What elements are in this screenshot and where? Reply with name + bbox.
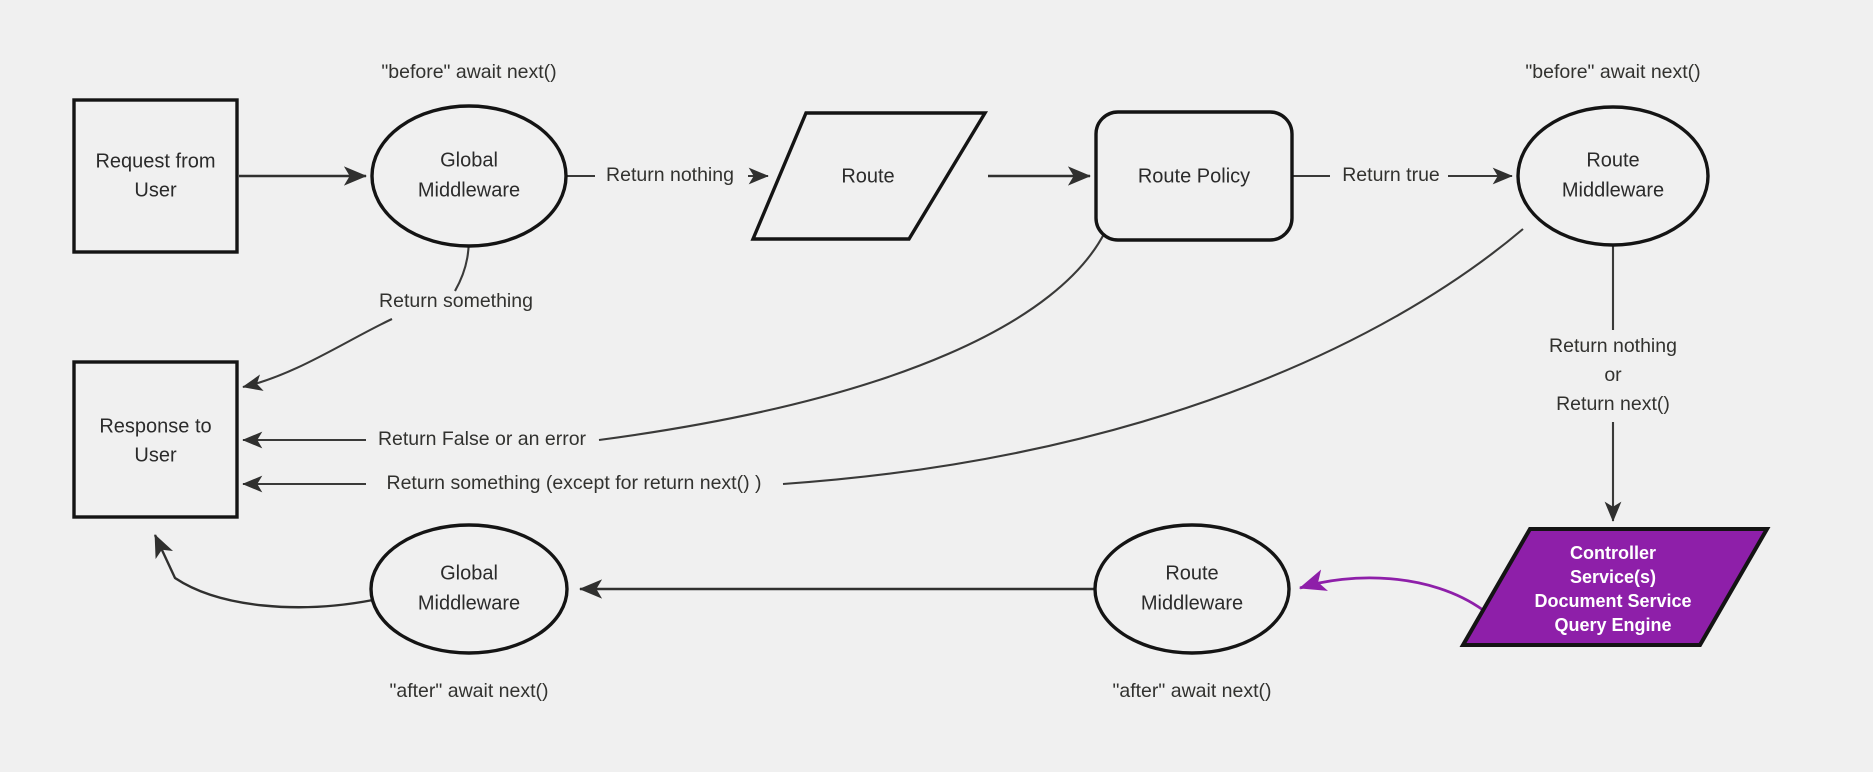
edge-route-policy-return-false-right: [598, 231, 1106, 442]
node-route-middleware-top[interactable]: Route Middleware: [1516, 105, 1710, 247]
node-global-middleware-top-label-line1: Global: [440, 149, 498, 171]
edge-label-return-false-or-error: Return False or an error: [378, 428, 587, 450]
node-controller-service-label-line2: Service(s): [1570, 567, 1656, 587]
edge-label-return-something: Return something: [379, 290, 533, 312]
node-request-from-user-label-line1: Request from: [95, 150, 215, 172]
node-route-middleware-top-label-line2: Middleware: [1562, 179, 1664, 201]
node-controller-service-label-line4: Query Engine: [1554, 615, 1671, 635]
node-response-to-user-label-line1: Response to: [99, 415, 211, 437]
node-global-middleware-top[interactable]: Global Middleware: [370, 104, 568, 248]
edge-label-return-true: Return true: [1342, 164, 1440, 186]
caption-after-await-next-global: "after" await next(): [389, 680, 548, 702]
edge-global-middleware-bottom-to-response: [153, 534, 374, 609]
edge-label-return-something-except: Return something (except for return next…: [387, 472, 762, 494]
edge-route-middleware-return-something-except-right: [782, 228, 1524, 486]
node-route-label: Route: [841, 165, 894, 187]
edge-label-return-nothing-or-next-line2: or: [1604, 364, 1622, 386]
node-controller-service[interactable]: Controller Service(s) Document Service Q…: [1459, 527, 1771, 647]
edge-label-return-nothing-or-next-line1: Return nothing: [1549, 335, 1677, 357]
edge-label-return-nothing-or-next-line3: Return next(): [1556, 393, 1670, 415]
node-request-from-user[interactable]: Request from User: [72, 98, 239, 254]
caption-before-await-next-route: "before" await next(): [1525, 61, 1700, 83]
edge-label-return-nothing: Return nothing: [606, 164, 734, 186]
edge-controller-to-route-middleware-bottom: [1298, 569, 1484, 612]
node-route-policy[interactable]: Route Policy: [1094, 110, 1294, 242]
caption-before-await-next-global: "before" await next(): [381, 61, 556, 83]
node-route[interactable]: Route: [750, 111, 989, 241]
node-route-middleware-top-label-line1: Route: [1586, 149, 1639, 171]
node-route-policy-label: Route Policy: [1138, 165, 1250, 187]
caption-after-await-next-route: "after" await next(): [1112, 680, 1271, 702]
node-route-middleware-bottom-label-line2: Middleware: [1141, 592, 1243, 614]
node-request-from-user-label-line2: User: [134, 179, 177, 201]
node-global-middleware-bottom-label-line2: Middleware: [418, 592, 520, 614]
node-global-middleware-bottom-label-line1: Global: [440, 562, 498, 584]
node-response-to-user-label-line2: User: [134, 444, 177, 466]
controller-service-shape: [1459, 527, 1771, 647]
node-global-middleware-top-label-line2: Middleware: [418, 179, 520, 201]
node-response-to-user[interactable]: Response to User: [72, 360, 239, 519]
node-controller-service-label-line3: Document Service: [1534, 591, 1691, 611]
node-global-middleware-bottom[interactable]: Global Middleware: [369, 523, 569, 655]
node-controller-service-label-line1: Controller: [1570, 543, 1656, 563]
node-route-middleware-bottom[interactable]: Route Middleware: [1093, 523, 1291, 655]
node-route-middleware-bottom-label-line1: Route: [1165, 562, 1218, 584]
edge-global-middleware-return-something-lower: [242, 318, 393, 391]
